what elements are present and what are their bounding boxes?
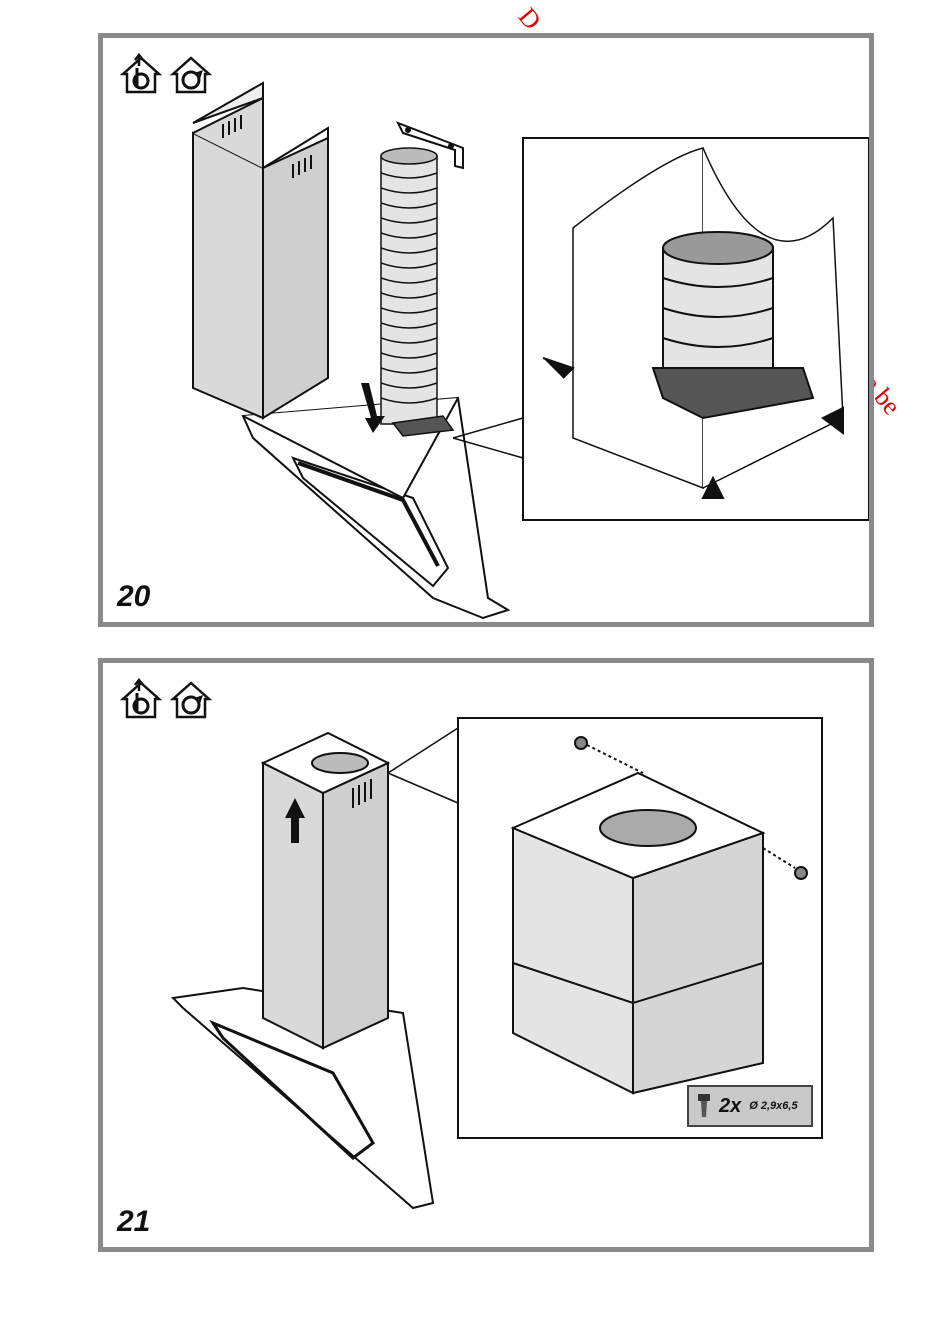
step-number: 21 [117, 1205, 150, 1239]
chimney-cover [263, 733, 388, 1048]
step-21-illustration [103, 663, 869, 1247]
screw-size: Ø 2,9x6,5 [749, 1100, 797, 1112]
step-20-illustration [103, 38, 869, 622]
hood-canopy [243, 398, 508, 618]
flexible-duct [381, 148, 453, 436]
detail-inset-20 [523, 138, 869, 520]
step-20-panel: 20 [98, 33, 874, 627]
detail-inset-21 [458, 718, 822, 1138]
step-21-panel: 2x Ø 2,9x6,5 21 [98, 658, 874, 1252]
chimney-cover [193, 83, 328, 418]
watermark-fragment-top: D [512, 2, 547, 36]
screw-count: 2x [719, 1095, 741, 1118]
step-number: 20 [117, 580, 150, 614]
hardware-badge: 2x Ø 2,9x6,5 [687, 1085, 813, 1127]
screw-icon [697, 1093, 711, 1119]
